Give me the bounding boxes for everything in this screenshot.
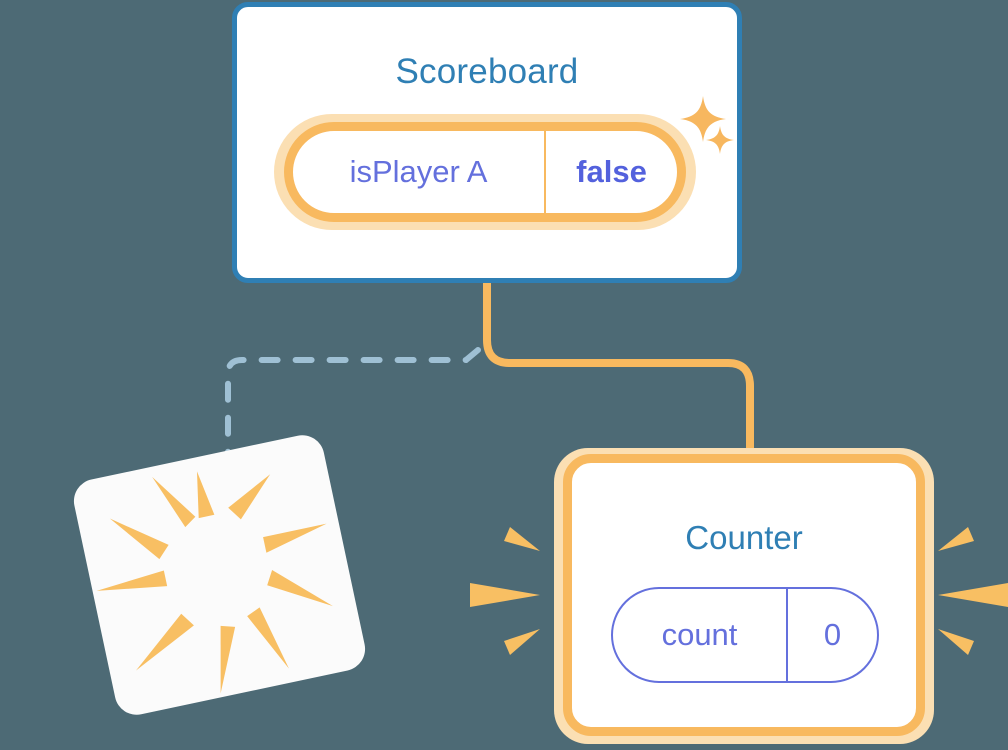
counter-title: Counter — [685, 519, 803, 556]
sparkle-small-icon — [706, 126, 734, 154]
scoreboard-state-value: false — [576, 154, 647, 189]
counter-state-key: count — [613, 589, 788, 681]
burst-rays-icon — [96, 471, 333, 694]
sparkle-large-icon — [680, 96, 726, 142]
counter-rays-right-icon — [938, 527, 1008, 655]
scoreboard-state-key: isPlayer A — [293, 131, 546, 213]
counter-state-value: 0 — [823, 617, 842, 652]
counter-rays-left-icon — [470, 527, 540, 655]
scoreboard-state-pill[interactable]: isPlayer A false — [284, 122, 686, 222]
connector-solid-to-counter — [483, 283, 754, 470]
counter-state-pill[interactable]: count 0 — [611, 587, 879, 683]
burst-card[interactable] — [69, 431, 370, 719]
scoreboard-title: Scoreboard — [395, 52, 579, 91]
